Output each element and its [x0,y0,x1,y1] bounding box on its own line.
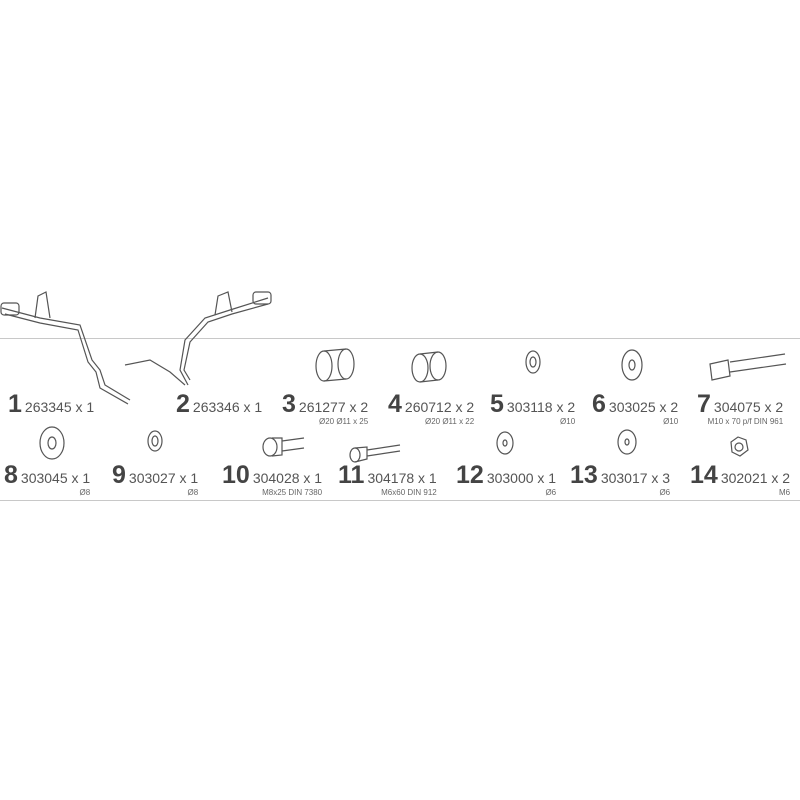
part-number: 13 [570,461,598,489]
bolt-11-drawing [349,444,401,463]
part-code: 304028 x 1 [252,470,323,486]
part-code: 303000 x 1 [486,470,557,486]
part-spec: Ø20 Ø11 x 25 [318,417,369,426]
bolt-10-drawing [262,437,305,457]
part-spec: M8x25 DIN 7380 [262,488,323,497]
washer-13-drawing [617,429,637,455]
spacer-4-drawing [411,351,447,383]
part-spec: Ø6 [659,488,671,497]
spacer-3-drawing [315,348,355,382]
part-number: 7 [697,390,711,418]
part-number: 6 [592,390,606,418]
part-spec: Ø20 Ø11 x 22 [424,417,475,426]
part-number: 12 [456,461,484,489]
part-number: 4 [388,390,402,418]
part-spec: M6x60 DIN 912 [381,488,437,497]
washer-8-drawing [39,426,65,460]
part-code: 303025 x 2 [608,399,679,415]
part-number: 10 [222,461,250,489]
part-spec: M6 [778,488,791,497]
part-number: 5 [490,390,504,418]
part-code: 304178 x 1 [367,470,437,486]
part-number: 8 [4,461,18,489]
part-number: 1 [8,390,22,418]
part-spec: Ø8 [187,488,199,497]
part-code: 303118 x 2 [506,399,576,415]
part-code: 303027 x 1 [128,470,199,486]
washer-6-drawing [621,349,643,381]
part-code: 263346 x 1 [192,399,263,415]
part-spec: Ø8 [79,488,91,497]
bracket-left-drawing [0,291,131,405]
part-number: 14 [690,461,718,489]
nut-14-drawing [730,436,749,457]
part-spec: M10 x 70 p/f DIN 961 [707,417,784,426]
part-number: 2 [176,390,190,418]
bottom-rule [0,500,800,501]
part-code: 261277 x 2 [298,399,369,415]
part-code: 260712 x 2 [404,399,475,415]
lock-washer-5-drawing [525,350,541,374]
lock-washer-9-drawing [147,430,163,452]
washer-12-drawing [496,431,514,455]
top-rule [0,338,800,339]
part-code: 303045 x 1 [20,470,91,486]
part-number: 9 [112,461,126,489]
part-number: 3 [282,390,296,418]
bracket-right-drawing [124,291,272,386]
part-code: 304075 x 2 [713,399,784,415]
part-code: 263345 x 1 [24,399,95,415]
part-spec: Ø10 [560,417,576,426]
part-code: 303017 x 3 [600,470,671,486]
part-spec: Ø10 [663,417,679,426]
bolt-7-drawing [709,353,787,381]
part-spec: Ø6 [545,488,557,497]
part-number: 11 [338,461,365,489]
part-code: 302021 x 2 [720,470,791,486]
